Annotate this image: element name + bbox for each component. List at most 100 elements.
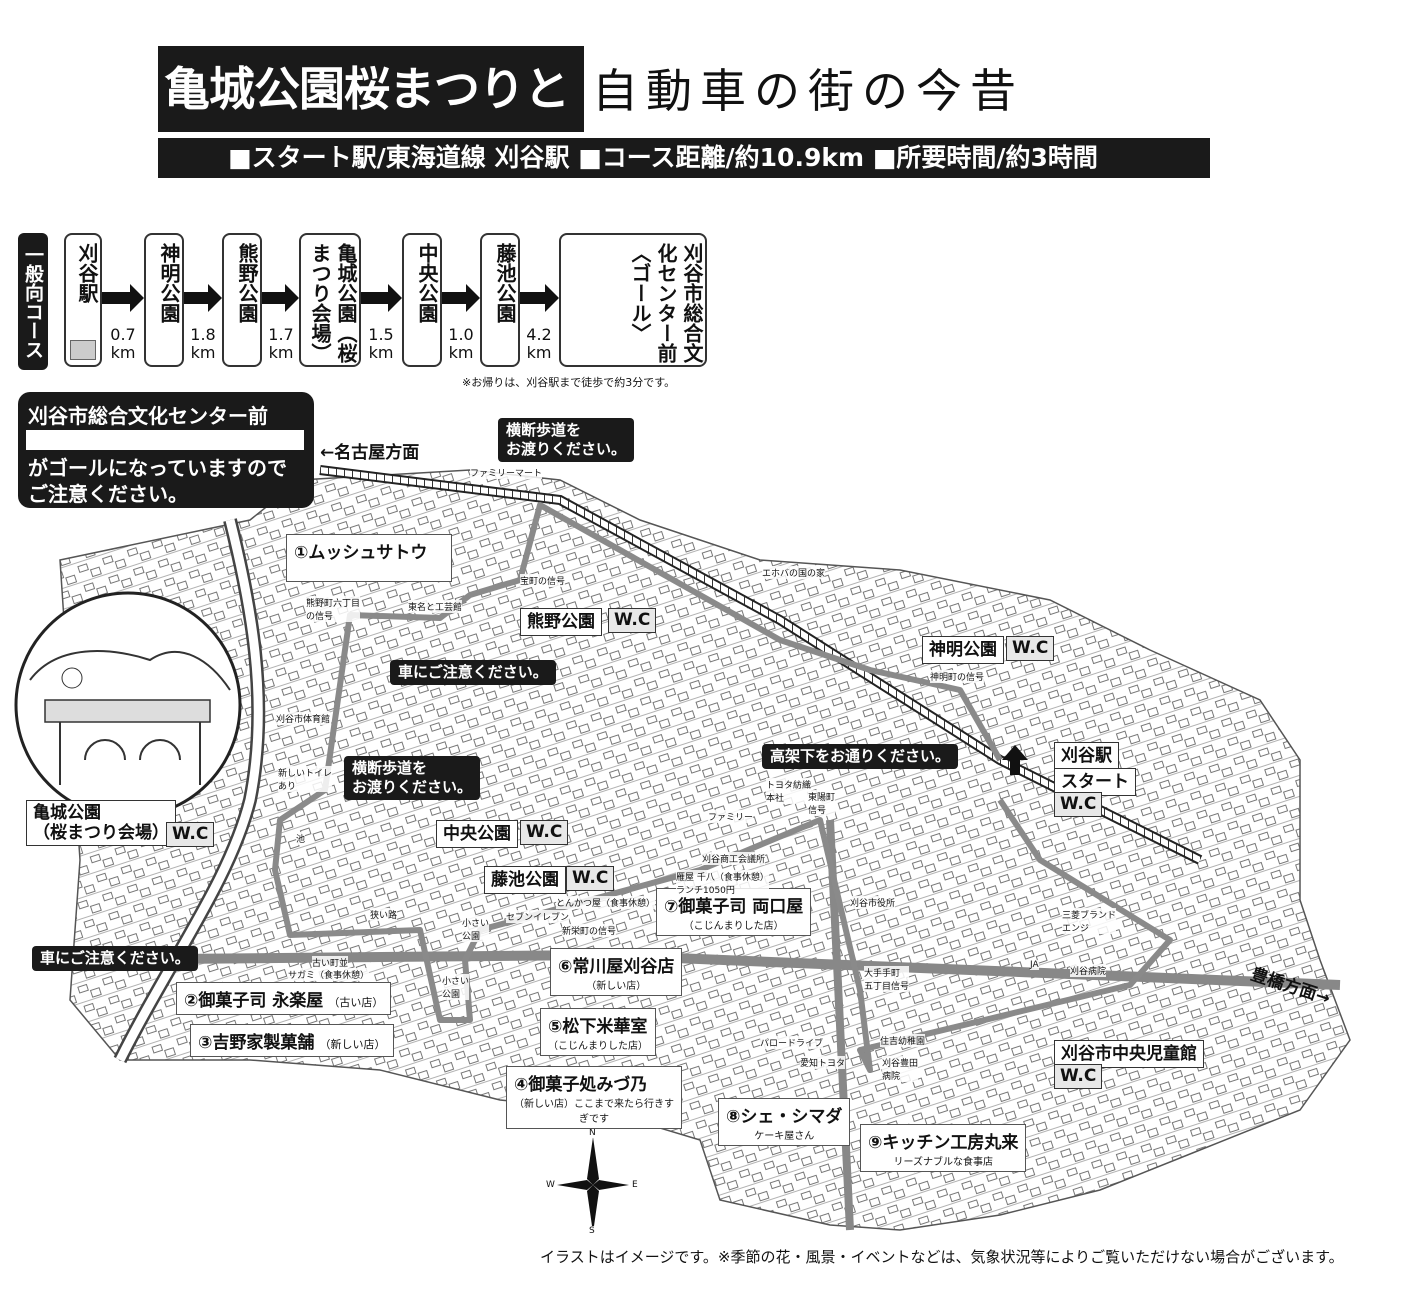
course-stop-shinmei: 神明公園 [144, 233, 184, 367]
label-line: 大手手町 [864, 969, 901, 979]
label-line: トヨタ紡織 [766, 781, 812, 791]
shop-name: ⑧シェ・シマダ [726, 1107, 843, 1127]
shop-name: ④御菓子処みづ乃 [514, 1075, 648, 1095]
callout-under-elevated: 高架下をお通りください。 [762, 744, 959, 769]
label-line: 雁屋 千八（食事休憩） [676, 873, 769, 883]
distance-4: 1.5 km [368, 325, 394, 362]
callout-car-caution-center: 車にご注意ください。 [390, 660, 556, 685]
label-family-mart-mid: ファミリー [708, 810, 754, 823]
title-sub: 自動車の街の今昔 [592, 64, 1024, 118]
compass-n: N [589, 1128, 596, 1138]
label-furui: 古い町並 [312, 956, 349, 969]
label-tonkatsu: とんかつ屋（食事休憩） [556, 896, 656, 909]
goal-notice-line1: 刈谷市総合文化センター前 [28, 404, 268, 428]
label-line: の信号 [306, 612, 334, 622]
shop-name: ③吉野家製菓舗 [198, 1033, 315, 1053]
start-arrow-icon [1002, 745, 1028, 775]
course-arrows [102, 284, 559, 312]
shop-name: ①ムッシュサトウ [294, 543, 428, 563]
label-line: 三菱ブランド [1062, 911, 1117, 921]
shop-name: ⑦御菓子司 両口屋 [664, 897, 804, 917]
shop-note: （新しい店）ここまで来たら行きすぎです [514, 1099, 674, 1125]
label-small-park2: 小さい 公園 [442, 974, 470, 1000]
label-children-hall: 刈谷市中央児童館 [1054, 1040, 1204, 1068]
label-shinmei-signal: 神明町の信号 [930, 670, 985, 683]
return-note: ※お帰りは、刈谷駅まで徒歩で約3分です。 [462, 376, 676, 389]
shop-8: ⑧シェ・シマダ ケーキ屋さん [718, 1098, 851, 1146]
label-line: 公園 [462, 932, 481, 942]
label-takaramachi: 宝町の信号 [520, 574, 566, 587]
label-mitsubishi: 三菱ブランド エンジ [1062, 908, 1117, 934]
label-line: 小さい [442, 977, 470, 987]
course-stop-goal: 刈谷市総合文化センター前 〈ゴール〉 [559, 233, 707, 367]
wc-chuo: W.C [520, 820, 569, 845]
label-family-mart-top: ファミリーマート [470, 466, 543, 479]
distance-5: 1.0 km [448, 325, 474, 362]
callout-car-caution-left: 車にご注意ください。 [32, 946, 198, 971]
shop-note: リーズナブルな食事店 [893, 1157, 993, 1168]
shop-note: （古い店） [328, 996, 384, 1009]
callout-line: お渡りください。 [506, 440, 627, 458]
label-sagami: サガミ（食事休憩） [288, 968, 370, 981]
arrow-icon [520, 284, 559, 312]
label-line: （桜まつり会場） [33, 823, 169, 843]
goal-notice-line2: がゴールになっていますので [28, 456, 287, 480]
label-kumanocho: 熊野町六丁目 の信号 [306, 596, 361, 622]
shop-3: ③吉野家製菓舗 （新しい店） [190, 1024, 394, 1057]
course-stop-label: 刈谷駅 [75, 243, 99, 303]
label-start: スタート [1054, 768, 1136, 796]
label-shinsakae: 新栄町の信号 [562, 924, 617, 937]
course-stop-kumano: 熊野公園 [222, 233, 262, 367]
label-line: 小さい [462, 919, 490, 929]
label-narrow: 狭い路 [370, 908, 398, 921]
label-ja: JA [1030, 960, 1039, 970]
course-stop-label: 亀城公園（桜まつり会場） [308, 243, 358, 363]
compass-w: W [546, 1180, 555, 1190]
shop-5: ⑤松下米華室 （こじんまりした店） [540, 1008, 656, 1056]
shop-2: ②御菓子司 永楽屋 （古い店） [176, 982, 392, 1015]
label-kumano-park: 熊野公園 [520, 608, 602, 636]
goal-notice-line3: ご注意ください。 [28, 482, 188, 506]
shop-4: ④御菓子処みづ乃 （新しい店）ここまで来たら行きすぎです [506, 1066, 682, 1129]
label-line: 新しいトイレ [278, 769, 333, 779]
course-stop-fujiike: 藤池公園 [480, 233, 520, 367]
label-aichi-toyota: 愛知トヨタ [800, 1056, 846, 1069]
course-info-bar: ■スタート駅/東海道線 刈谷駅 ■コース距離/約10.9km ■所要時間/約3時… [158, 138, 1210, 178]
label-line: 本社 [766, 794, 785, 804]
label-tomei: 東名と工芸館 [408, 600, 463, 613]
shop-6: ⑥常川屋刈谷店 （新しい店） [550, 948, 683, 996]
course-stop-chuo: 中央公園 [402, 233, 442, 367]
label-chamber: 刈谷商工会議所 [702, 852, 766, 865]
course-label: 一般向コース [18, 233, 48, 370]
compass-icon [557, 1137, 629, 1233]
distance-2: 1.8 km [190, 325, 216, 362]
label-ehoba: エホバの国の家 [762, 566, 826, 579]
label-line: エンジ [1062, 924, 1090, 934]
shop-1: ①ムッシュサトウ [286, 534, 452, 582]
course-stop-label: 中央公園 [415, 243, 439, 323]
wc-fujiike: W.C [566, 866, 615, 891]
shop-note: （新しい店） [319, 1038, 386, 1051]
footer-note: イラストはイメージです。※季節の花・風景・イベントなどは、気象状況等によりご覧い… [540, 1248, 1344, 1266]
shop-note: ケーキ屋さん [754, 1131, 815, 1142]
label-sumiyoshi: 住吉幼稚園 [880, 1034, 926, 1047]
wc-children-hall: W.C [1054, 1064, 1103, 1089]
label-small-park1: 小さい 公園 [462, 916, 490, 942]
label-fujiike-park: 藤池公園 [484, 866, 566, 894]
label-chuo-park: 中央公園 [436, 820, 518, 848]
label-line: 東陽町 [808, 793, 836, 803]
wc-shinmei: W.C [1006, 636, 1055, 661]
wc-kumano: W.C [608, 608, 657, 633]
compass-s: S [589, 1226, 595, 1236]
label-line: 五丁目信号 [864, 982, 910, 992]
distance-1: 0.7 km [110, 325, 136, 362]
course-stop-label: 藤池公園 [493, 243, 517, 323]
label-city-hall: 刈谷市役所 [850, 896, 896, 909]
label-new-toilet: 新しいトイレ あり [278, 766, 333, 792]
course-stop-kijo: 亀城公園（桜まつり会場） [299, 233, 361, 367]
callout-line: お渡りください。 [352, 778, 473, 796]
arrow-icon [102, 284, 144, 312]
goal-notice: 刈谷市総合文化センター前 がゴールになっていますので ご注意ください。 [18, 392, 314, 508]
callout-line: 横断歩道を [506, 421, 582, 439]
